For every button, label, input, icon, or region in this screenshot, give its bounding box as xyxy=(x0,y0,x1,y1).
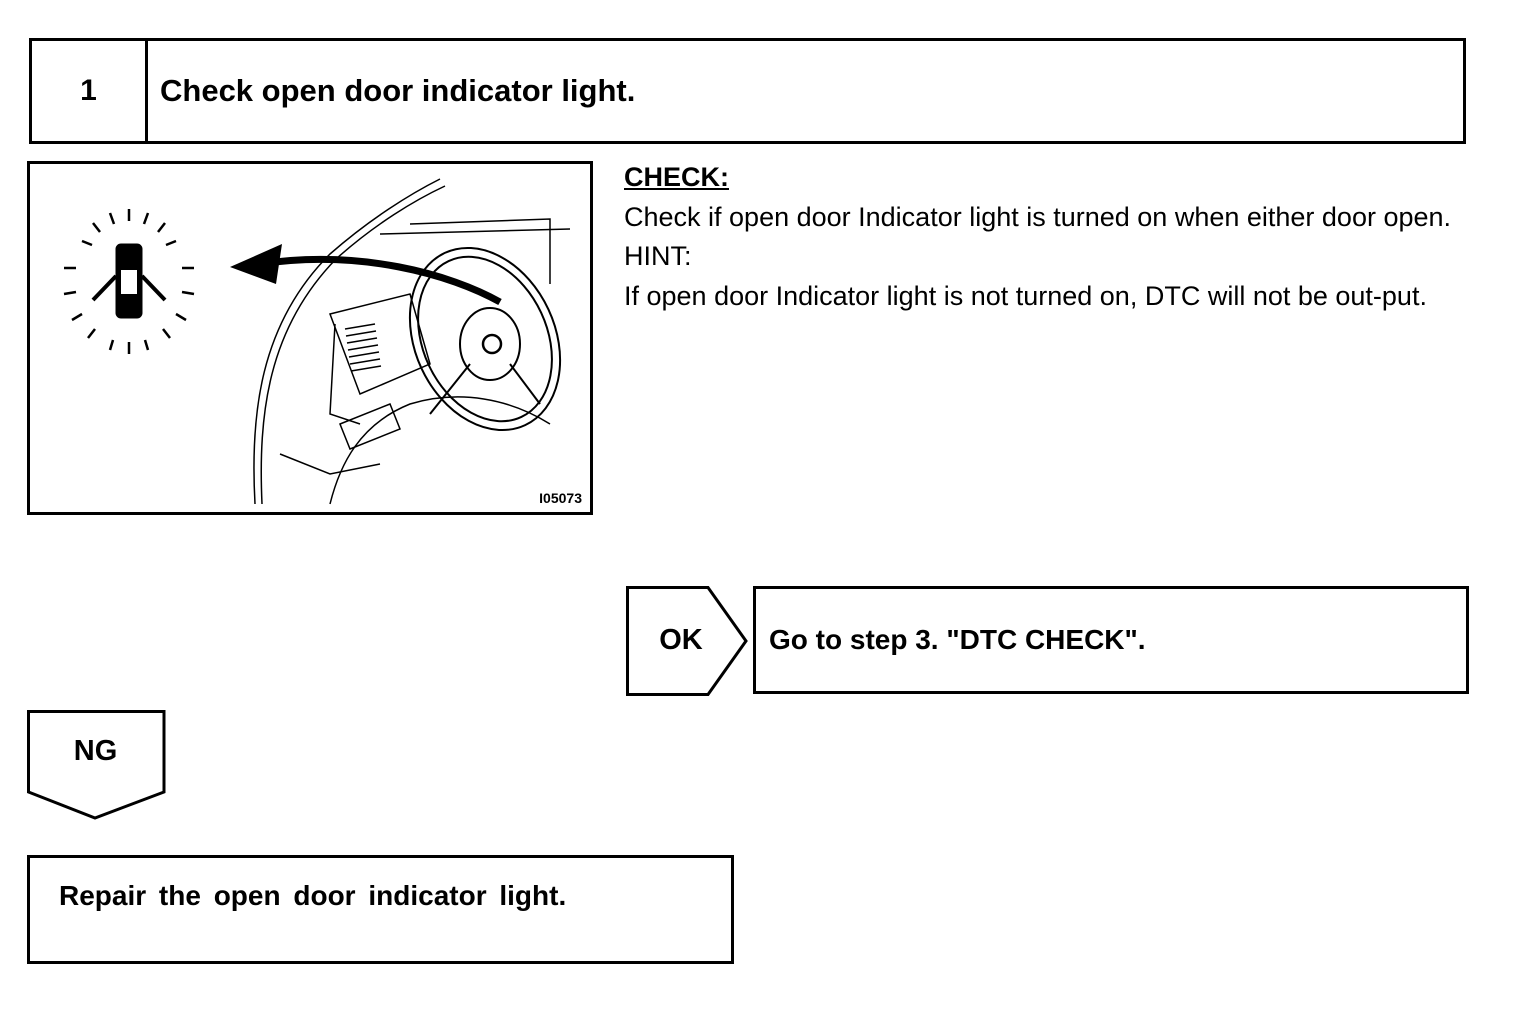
dashboard-illustration: I05073 xyxy=(27,161,593,515)
check-instructions: CHECK: Check if open door Indicator ligh… xyxy=(624,158,1474,316)
check-text: Check if open door Indicator light is tu… xyxy=(624,201,1452,232)
dashboard-lines xyxy=(253,178,571,505)
hint-text: If open door Indicator light is not turn… xyxy=(624,280,1427,311)
hint-label: HINT: xyxy=(624,241,692,271)
illustration-drawing xyxy=(63,178,571,505)
ng-label: NG xyxy=(73,734,118,767)
door-open-indicator-icon xyxy=(63,209,195,354)
step-title: Check open door indicator light. xyxy=(160,73,636,108)
arrow-icon xyxy=(230,244,502,306)
ok-result-box: Go to step 3. "DTC CHECK". xyxy=(753,586,1469,694)
ng-arrow-tag xyxy=(27,710,166,820)
step-header: 1 Check open door indicator light. xyxy=(29,38,1466,144)
ok-label: OK xyxy=(659,623,703,656)
vent-grille xyxy=(344,323,382,372)
step-number: 1 xyxy=(32,41,148,141)
figure-code: I05073 xyxy=(539,490,582,506)
ng-result-box: Repair the open door indicator light. xyxy=(27,855,734,964)
check-heading: CHECK: xyxy=(624,162,729,192)
ok-arrow-tag xyxy=(626,586,748,696)
steering-wheel-icon xyxy=(408,246,562,432)
